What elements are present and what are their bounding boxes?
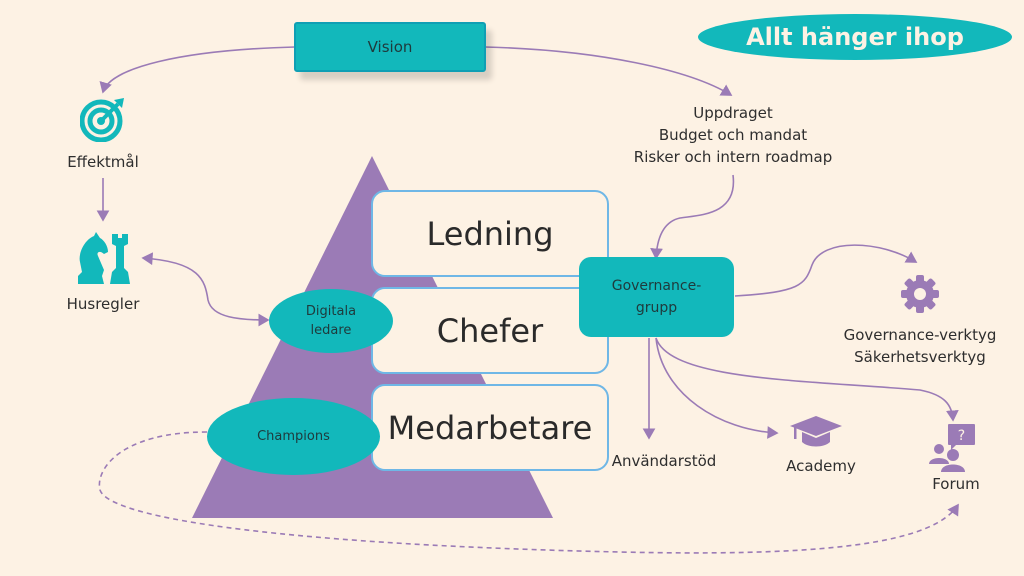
assignment-text: Uppdraget Budget och mandat Risker och i… <box>600 102 866 168</box>
assignment-line: Uppdraget <box>693 104 773 122</box>
governance-line: Governance- <box>611 278 702 294</box>
tools-line: Säkerhetsverktyg <box>854 348 986 366</box>
title-badge: Allt hänger ihop <box>698 14 1012 60</box>
husregler-label: Husregler <box>66 295 140 313</box>
digital-leaders-line: Digitala <box>305 304 357 319</box>
arrow-governance-to-academy <box>655 337 779 439</box>
svg-text:?: ? <box>958 428 965 444</box>
arrow-governance-to-tools <box>734 244 918 297</box>
level-medarbetare: Medarbetare <box>371 384 609 471</box>
academy-label: Academy <box>786 457 856 475</box>
arrow-vision-to-effektmal <box>99 46 296 94</box>
user-support-label: Användarstöd <box>611 452 717 470</box>
arrow-governance-to-forum <box>655 337 959 422</box>
champions-label: Champions <box>257 429 330 444</box>
arrow-vision-to-uppdraget <box>484 46 733 96</box>
level-medarbetare-label: Medarbetare <box>387 408 593 447</box>
level-chefer-label: Chefer <box>436 311 544 350</box>
vision-banner: Vision <box>294 22 486 72</box>
tools-text: Governance-verktyg Säkerhetsverktyg <box>828 324 1012 368</box>
assignment-line: Budget och mandat <box>658 126 808 144</box>
arrow-uppdraget-to-governance <box>650 174 735 260</box>
target-icon <box>80 98 124 142</box>
assignment-line: Risker och intern roadmap <box>633 148 833 166</box>
forum-icon: ? <box>929 424 975 472</box>
level-chefer: Chefer <box>371 287 609 374</box>
digital-leaders-node: Digitala ledare <box>269 289 393 353</box>
digital-leaders-line: ledare <box>310 323 352 338</box>
chess-icon <box>78 232 130 284</box>
graduation-cap-icon <box>790 416 842 447</box>
level-ledning: Ledning <box>371 190 609 277</box>
champions-node: Champions <box>207 398 380 475</box>
title-text: Allt hänger ihop <box>746 23 964 51</box>
level-ledning-label: Ledning <box>426 214 554 253</box>
vision-label: Vision <box>367 38 413 56</box>
governance-line: grupp <box>635 300 678 316</box>
forum-label: Forum <box>932 475 980 493</box>
arrow-husregler-digitala <box>141 252 270 327</box>
governance-group-node: Governance- grupp <box>579 257 734 337</box>
effektmal-label: Effektmål <box>67 153 139 171</box>
gear-icon <box>901 275 939 313</box>
tools-line: Governance-verktyg <box>843 326 997 344</box>
